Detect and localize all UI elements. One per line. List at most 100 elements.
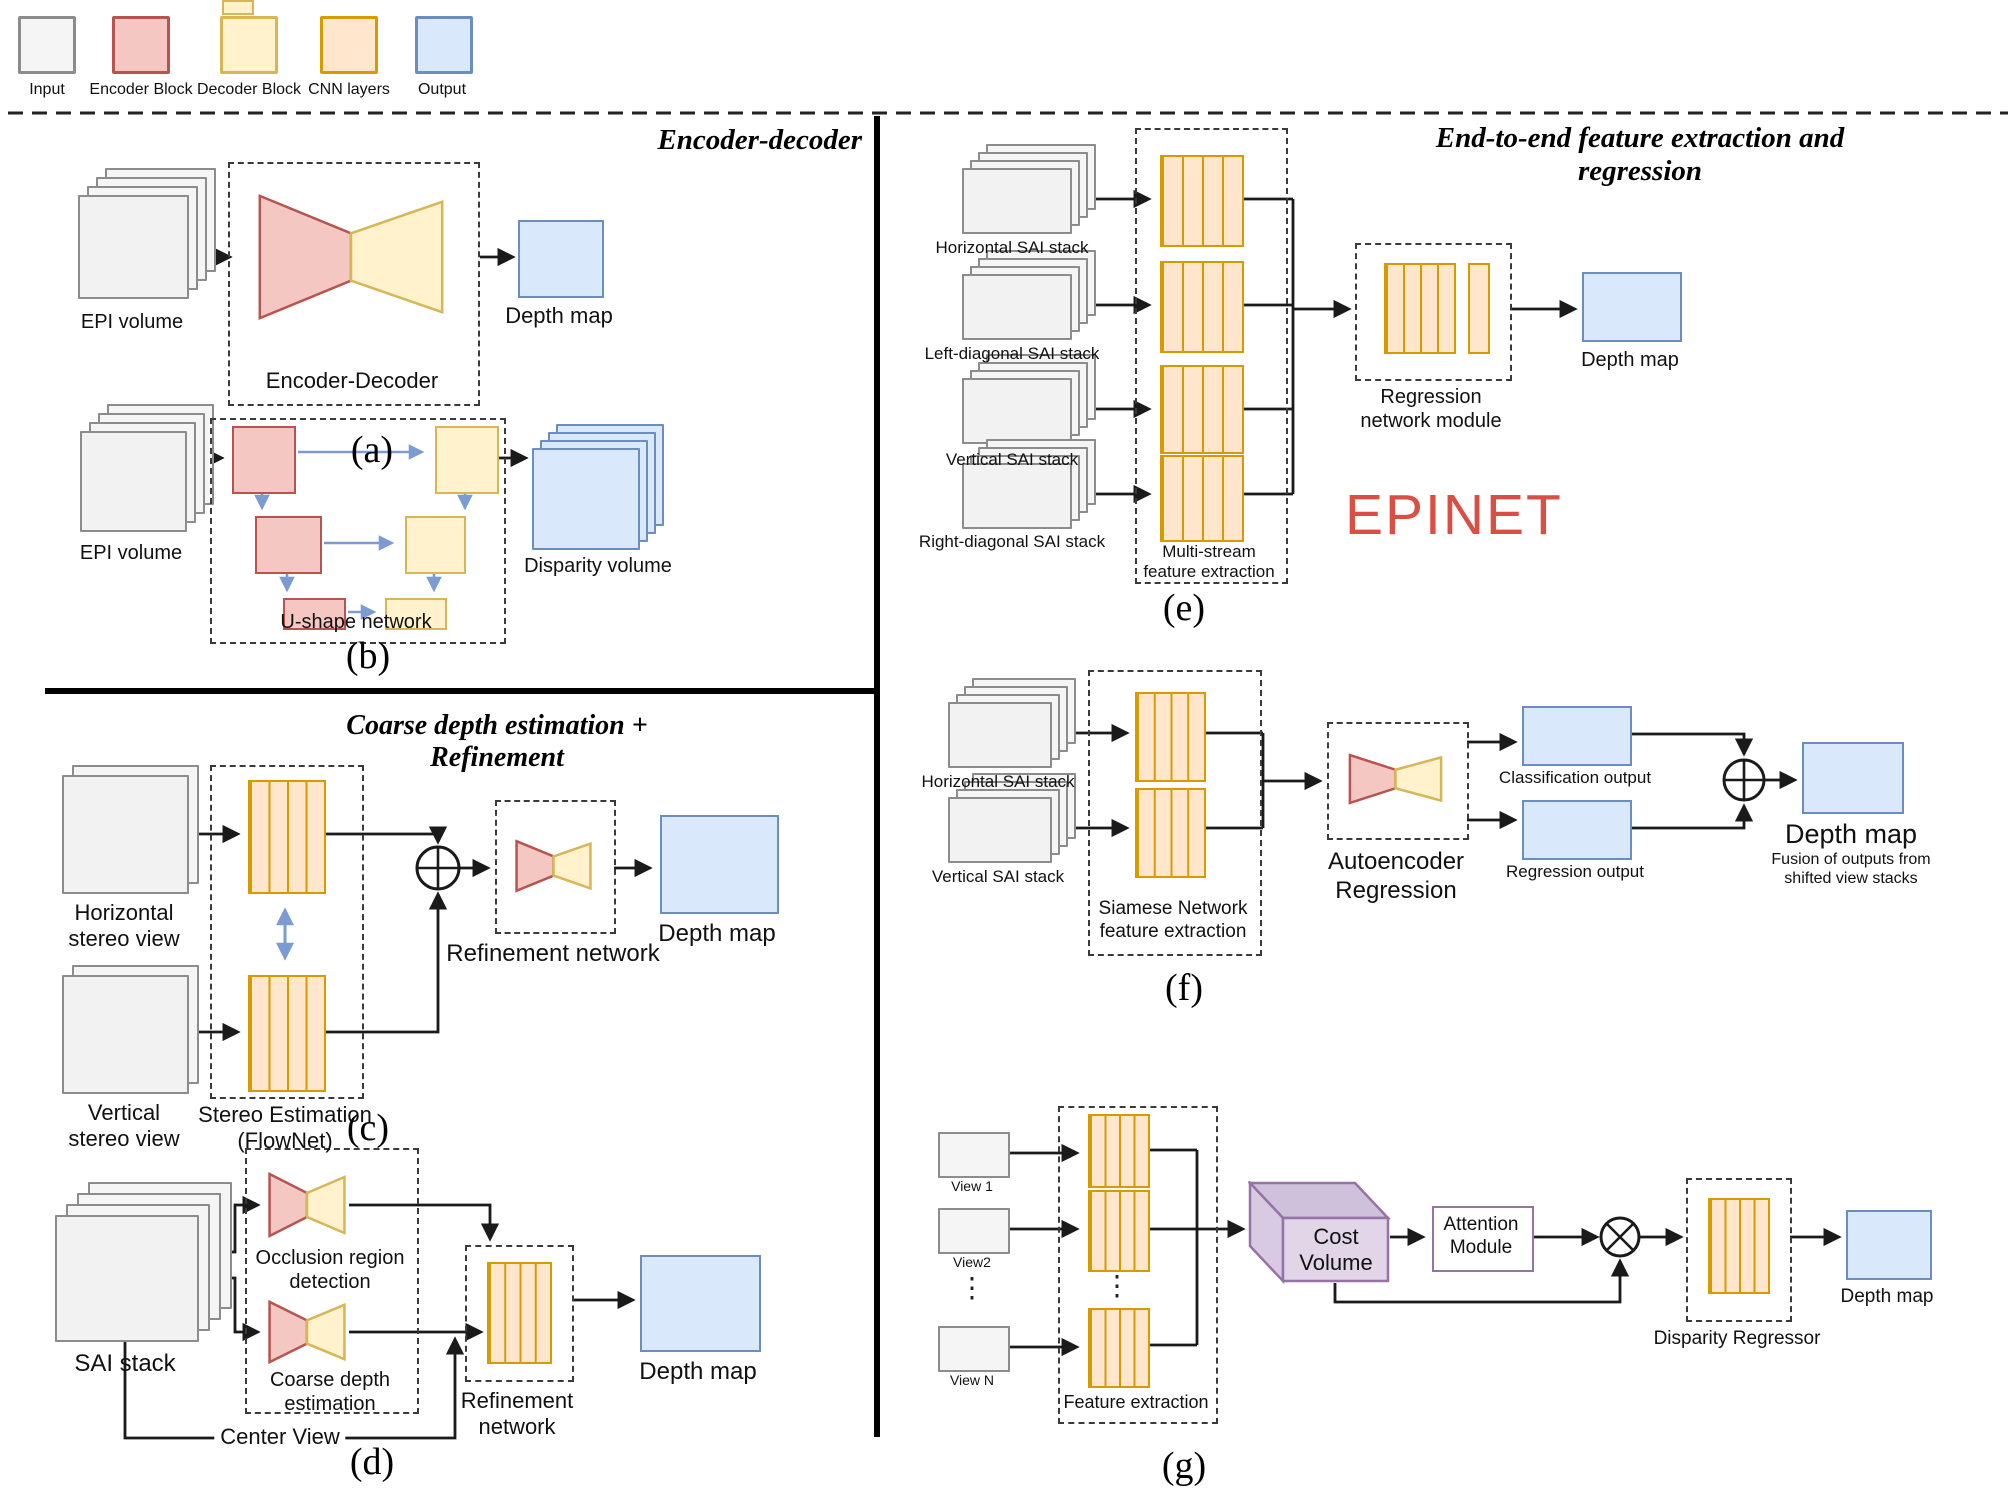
views-ellipsis: ⋮ <box>958 1271 986 1304</box>
depth-map-box-c <box>660 815 779 914</box>
legend-output-swatch <box>415 16 473 74</box>
siamese-cnn-1 <box>1135 692 1206 782</box>
vertical-sai-stack-f <box>948 773 1076 863</box>
stereo-estimation-label: Stereo Estimation (FlowNet) <box>198 1102 372 1154</box>
view-1-label: View 1 <box>951 1178 993 1194</box>
siamese-cnn-2 <box>1135 788 1206 878</box>
left-diagonal-sai-label: Left-diagonal SAI stack <box>924 344 1100 363</box>
view-2-label: View2 <box>953 1254 991 1270</box>
regression-output-label: Regression output <box>1506 862 1644 881</box>
u-decoder-3 <box>385 598 447 630</box>
horizontal-sai-stack-f <box>948 678 1076 768</box>
sai-stack-d <box>55 1182 232 1342</box>
feature-extraction-label: Feature extraction <box>1063 1392 1209 1412</box>
encoder-decoder-box-a <box>228 162 480 406</box>
refinement-label-c: Refinement network <box>446 940 660 967</box>
occlusion-label: Occlusion region detection <box>255 1247 405 1293</box>
disparity-volume-label: Disparity volume <box>524 555 672 577</box>
refinement-box-c <box>495 800 616 934</box>
left-diagonal-sai-stack <box>962 250 1096 340</box>
fusion-caption: Fusion of outputs from shifted view stac… <box>1771 851 1931 888</box>
panel-g-connectors <box>1008 1143 1842 1357</box>
disparity-cnn <box>1708 1198 1770 1294</box>
refinement-box-d <box>465 1245 574 1382</box>
autoencoder-box <box>1327 722 1469 840</box>
legend-input-swatch <box>18 16 76 74</box>
attention-module-label: Attention Module <box>1443 1214 1519 1258</box>
refinement-cnn-d <box>487 1262 552 1364</box>
view-n-label: View N <box>949 1372 995 1388</box>
view-n-box <box>938 1326 1010 1372</box>
legend-label-input: Input <box>29 81 65 98</box>
legend-label-encoder: Encoder Block <box>89 81 193 98</box>
section-title-encoder-decoder: Encoder-decoder <box>657 124 862 156</box>
coarse-depth-label: Coarse depth estimation <box>269 1369 391 1415</box>
view-1-box <box>938 1132 1010 1178</box>
regression-output-box <box>1522 800 1632 860</box>
coarse-bowtie <box>268 1298 346 1366</box>
horizontal-sai-label-f: Horizontal SAI stack <box>921 772 1075 791</box>
section-dividers <box>8 111 2008 1437</box>
encoder-decoder-label-a: Encoder-Decoder <box>265 368 439 393</box>
u-encoder-3 <box>283 598 346 630</box>
regression-module-label: Regression network module <box>1360 386 1502 432</box>
u-decoder-1 <box>435 426 499 494</box>
depth-map-label-d: Depth map <box>639 1358 757 1385</box>
right-diagonal-sai-stack <box>962 439 1096 529</box>
vertical-stereo-stack <box>62 965 199 1094</box>
autoencoder-bowtie <box>1348 752 1443 806</box>
legend-label-decoder: Decoder Block <box>196 81 302 98</box>
legend-label-output: Output <box>417 81 467 98</box>
encoder-decoder-bowtie-a <box>256 188 446 326</box>
panel-f-tag: (f) <box>1165 967 1203 1009</box>
multiply-node-g <box>1599 1216 1641 1258</box>
epi-volume-label-a: EPI volume <box>80 311 184 333</box>
u-shape-box <box>210 418 506 644</box>
classification-output-box <box>1522 706 1632 766</box>
depth-map-box-f <box>1802 742 1904 814</box>
panel-d-tag: (d) <box>349 1441 395 1483</box>
horizontal-stereo-label: Horizontal stereo view <box>68 900 180 952</box>
classification-output-label: Classification output <box>1498 768 1652 787</box>
attention-module-box <box>1432 1206 1534 1272</box>
feature-ellipsis: ⋮ <box>1103 1269 1131 1302</box>
multi-stream-cnn-1 <box>1160 155 1244 247</box>
horizontal-sai-label-e: Horizontal SAI stack <box>935 238 1089 257</box>
section-title-end-to-end: End-to-end feature extraction and regres… <box>1435 122 1845 187</box>
section-title-coarse-refinement: Coarse depth estimation + Refinement <box>346 710 648 773</box>
vertical-sai-label-e: Vertical SAI stack <box>945 450 1079 469</box>
legend-decoder-swatch <box>220 16 278 74</box>
regression-cnn <box>1384 263 1456 354</box>
sum-node-c <box>415 845 461 891</box>
feature-extraction-box <box>1058 1106 1218 1424</box>
u-encoder-1 <box>232 426 296 494</box>
depth-map-label-g: Depth map <box>1840 1286 1934 1307</box>
stereo-estimation-box <box>210 765 364 1099</box>
multi-stream-cnn-4 <box>1160 455 1244 542</box>
depth-map-label-a: Depth map <box>505 303 613 328</box>
panel-c-tag: (c) <box>346 1107 390 1149</box>
legend-cnn-swatch <box>320 16 378 74</box>
depth-map-label-c: Depth map <box>658 920 776 947</box>
right-diagonal-sai-label: Right-diagonal SAI stack <box>918 532 1106 551</box>
disparity-regressor-label: Disparity Regressor <box>1653 1328 1821 1349</box>
stereo-cnn-top <box>248 780 326 894</box>
cost-volume-shape <box>1248 1181 1391 1284</box>
multi-stream-cnn-2 <box>1160 261 1244 353</box>
epi-volume-stack-b <box>80 404 214 532</box>
panel-a-tag: (a) <box>350 429 394 471</box>
occlusion-bowtie <box>268 1170 346 1240</box>
depth-map-box-a <box>518 220 604 298</box>
stereo-cnn-bottom <box>248 975 326 1092</box>
vertical-sai-stack-e <box>962 354 1096 444</box>
depth-map-label-f: Depth map <box>1784 819 1918 849</box>
sai-stack-label: SAI stack <box>74 1350 176 1377</box>
vertical-stereo-label: Vertical stereo view <box>68 1100 180 1152</box>
autoencoder-label: Autoencoder Regression <box>1327 848 1465 904</box>
disparity-volume-stack <box>532 424 664 550</box>
u-shape-label: U-shape network <box>280 611 432 633</box>
refinement-bowtie-c <box>515 838 592 894</box>
cost-volume-label: Cost Volume <box>1299 1224 1373 1276</box>
siamese-label: Siamese Network feature extraction <box>1098 898 1248 942</box>
